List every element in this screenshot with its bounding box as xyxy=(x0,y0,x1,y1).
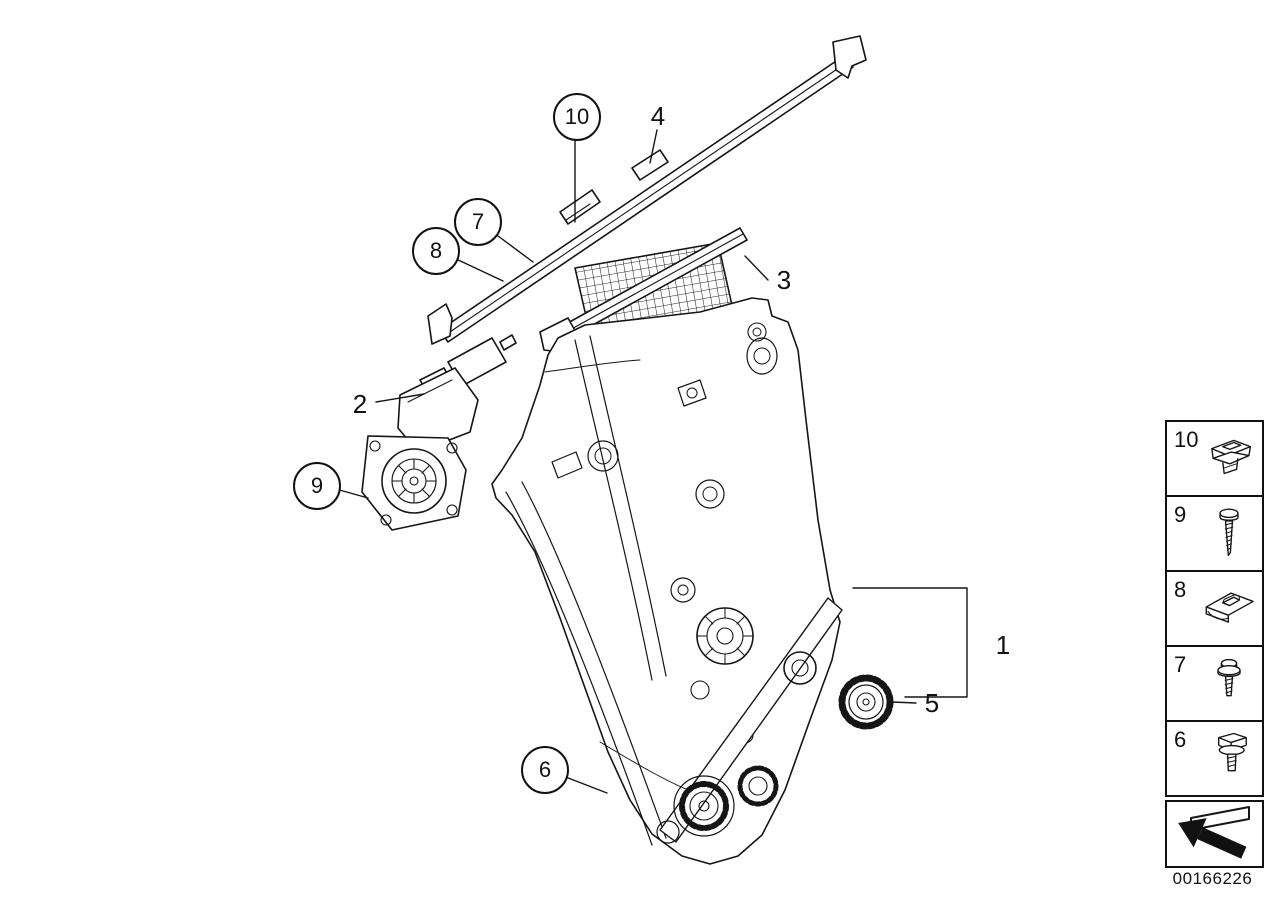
callout-8[interactable]: 8 xyxy=(412,227,460,275)
lift-arm-part xyxy=(656,597,843,844)
callout-6[interactable]: 6 xyxy=(521,746,569,794)
legend-item-label: 6 xyxy=(1174,727,1187,752)
legend-item-9[interactable]: 9 xyxy=(1167,497,1262,572)
legend-item-label: 10 xyxy=(1174,427,1199,452)
legend-item-7[interactable]: 7 xyxy=(1167,647,1262,722)
callout-1[interactable]: 1 xyxy=(995,630,1011,660)
guide-rail-part xyxy=(427,35,867,345)
legend-item-10[interactable]: 10 xyxy=(1167,422,1262,497)
direction-indicator-box xyxy=(1165,800,1264,868)
legend-item-label: 9 xyxy=(1174,502,1187,527)
expansion-rivet-icon xyxy=(1211,439,1252,474)
washer-head-screw-icon xyxy=(1217,658,1241,696)
leader-lines xyxy=(335,129,968,794)
callout-3[interactable]: 3 xyxy=(776,265,792,295)
legend-item-6[interactable]: 6 xyxy=(1167,722,1262,795)
drive-gear-part xyxy=(838,674,894,730)
fastener-legend: 10 9 8 xyxy=(1165,420,1264,797)
callout-9[interactable]: 9 xyxy=(293,462,341,510)
self-tapping-screw-icon xyxy=(1219,508,1239,556)
window-motor-part xyxy=(361,334,517,531)
legend-item-label: 7 xyxy=(1174,652,1187,677)
diagram-number: 00166226 xyxy=(1172,869,1253,888)
cable-drum-gears xyxy=(673,765,779,837)
callout-7[interactable]: 7 xyxy=(454,198,502,246)
legend-item-8[interactable]: 8 xyxy=(1167,572,1262,647)
callout-10[interactable]: 10 xyxy=(553,93,601,141)
arrow-down-left-icon xyxy=(1178,806,1250,859)
legend-item-label: 8 xyxy=(1174,577,1187,602)
hex-flange-bolt-icon xyxy=(1217,732,1247,771)
callout-5[interactable]: 5 xyxy=(924,688,940,718)
callout-2[interactable]: 2 xyxy=(352,389,368,419)
clip-nut-icon xyxy=(1205,591,1254,623)
callout-4[interactable]: 4 xyxy=(650,101,666,131)
